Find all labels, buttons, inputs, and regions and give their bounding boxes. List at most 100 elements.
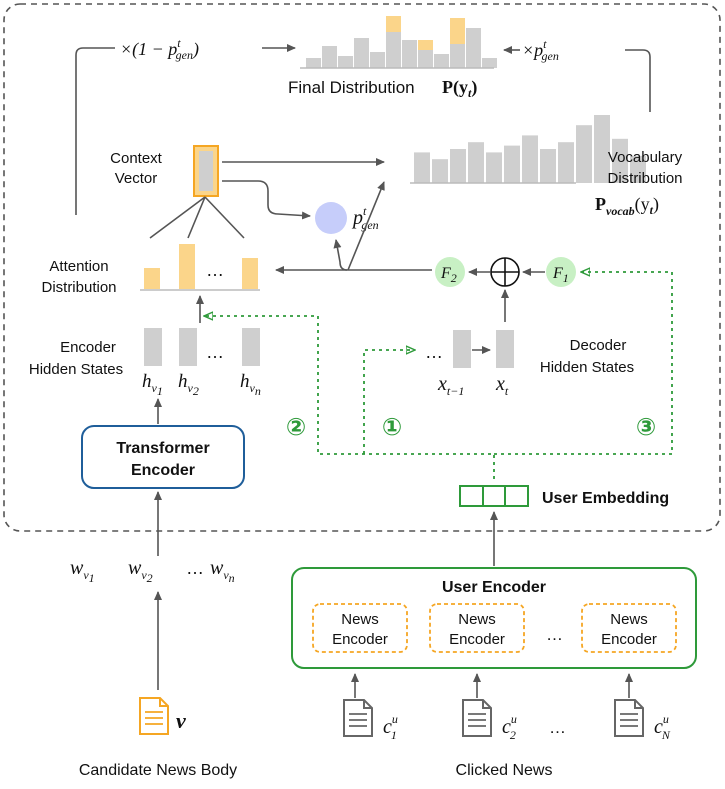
- attention-ellipsis: …: [206, 260, 224, 280]
- transformer-encoder-label-2: Encoder: [131, 462, 195, 479]
- clicked-news-doc-icon-2: [462, 699, 492, 737]
- encoder-hidden-state-1: [144, 328, 162, 366]
- final-distribution-bar: [434, 54, 449, 68]
- w1-label: wv1: [70, 557, 95, 585]
- vocab-distribution-histogram: [414, 115, 646, 183]
- decoder-region-frame: [3, 3, 721, 532]
- context-fan-right: [204, 196, 245, 239]
- context-vector-inner: [199, 151, 213, 191]
- final-distribution-bar: [306, 58, 321, 68]
- attention-dist-label-2: Distribution: [41, 279, 116, 296]
- decoder-hidden-label-2: Hidden States: [540, 359, 634, 376]
- decoder-ellipsis: …: [425, 342, 443, 362]
- f2-label: F2: [440, 265, 457, 285]
- vocab-distribution-bar: [432, 159, 448, 183]
- vocab-distribution-bar: [540, 149, 556, 183]
- f1-circle: [546, 257, 576, 287]
- x-tm1-label: xt−1: [437, 373, 464, 398]
- clicked-news-doc-icon-n: [614, 699, 644, 737]
- news-encoder-ellipsis: …: [546, 625, 563, 644]
- news-encoder-2-label-1: News: [458, 611, 496, 628]
- encoder-hidden-ellipsis: …: [206, 342, 224, 362]
- encoder-hidden-state-n: [242, 328, 260, 366]
- news-encoder-2-label-2: Encoder: [449, 631, 505, 648]
- final-distribution-bar: [354, 38, 369, 68]
- vocab-distribution-bar: [558, 142, 574, 183]
- vocab-distribution-bar: [468, 142, 484, 183]
- x-t-label: xt: [495, 373, 509, 398]
- news-encoder-3-label-1: News: [610, 611, 648, 628]
- vocab-distribution-bar: [630, 155, 646, 183]
- generate-path-line: [625, 49, 651, 112]
- final-distribution-bar: [402, 40, 417, 68]
- final-distribution-bar: [370, 52, 385, 68]
- attention-bar-1: [144, 268, 160, 289]
- decoder-state-prev: [453, 330, 471, 368]
- final-distribution-bar: [450, 44, 465, 68]
- vocab-distribution-bar: [504, 145, 520, 183]
- candidate-news-body-label: Candidate News Body: [79, 762, 237, 779]
- clicked-ellipsis: …: [549, 718, 566, 737]
- final-distribution-bar: [322, 46, 337, 68]
- vocab-distribution-bar: [450, 149, 466, 183]
- vocab-dist-label-1: Vocabulary: [608, 149, 683, 166]
- f2-circle: [435, 257, 465, 287]
- final-distribution-bar: [386, 32, 401, 68]
- encoder-hidden-state-2: [179, 328, 197, 366]
- context-fan-middle: [187, 196, 206, 239]
- final-distribution-bar: [466, 28, 481, 68]
- vocab-distribution-bar: [486, 152, 502, 183]
- final-distribution-bar: [418, 50, 433, 68]
- final-distribution-bar: [338, 56, 353, 68]
- w2-label: wv2: [128, 557, 153, 585]
- vocab-distribution-bar: [594, 115, 610, 183]
- context-vector-label-1: Context: [110, 150, 163, 167]
- wn-label: wvn: [210, 557, 235, 585]
- context-to-pgen-arrow: [222, 180, 311, 220]
- step-3-marker: ③: [636, 414, 656, 441]
- vocab-distribution-bar: [414, 152, 430, 183]
- f1-label: F1: [552, 265, 569, 285]
- encoder-hidden-label-1: Encoder: [60, 339, 116, 356]
- news-encoder-box-3: [581, 603, 677, 653]
- candidate-v-label: v: [176, 708, 186, 733]
- h1-label: hv1: [142, 371, 163, 398]
- user-embedding-to-attention-path: [205, 316, 495, 479]
- news-encoder-1-label-1: News: [341, 611, 379, 628]
- encoder-hidden-label-2: Hidden States: [29, 361, 123, 378]
- vocab-distribution-bar: [522, 135, 538, 183]
- context-fan-left: [149, 196, 206, 239]
- attention-dist-label-1: Attention: [49, 258, 108, 275]
- pgen-circle: [315, 202, 347, 234]
- news-encoder-3-label-2: Encoder: [601, 631, 657, 648]
- state-to-vocab-arrow: [347, 181, 385, 271]
- final-distribution-histogram: [306, 16, 497, 68]
- vocab-dist-math: Pvocab(yt): [595, 194, 659, 218]
- transformer-encoder-label-1: Transformer: [116, 440, 209, 457]
- transformer-encoder-box: [81, 425, 245, 489]
- hn-label: hvn: [240, 371, 261, 398]
- decoder-state-current: [496, 330, 514, 368]
- state-to-pgen-arrow: [333, 239, 348, 271]
- news-encoder-box-2: [429, 603, 525, 653]
- user-embedding-to-f1-path: [494, 272, 673, 455]
- decoder-hidden-label-1: Decoder: [570, 337, 627, 354]
- w-ellipsis: …: [186, 558, 204, 578]
- attention-bar-2: [179, 244, 195, 289]
- candidate-news-doc-icon: [139, 697, 169, 735]
- clicked-news-label: Clicked News: [456, 762, 553, 779]
- final-distribution-label: Final Distribution: [288, 78, 415, 97]
- final-distribution-copy-bar: [418, 40, 433, 50]
- final-distribution-copy-bar: [386, 16, 401, 32]
- step-2-marker: ②: [286, 414, 306, 441]
- user-embedding-label: User Embedding: [542, 490, 669, 507]
- attention-bar-n: [242, 258, 258, 289]
- news-encoder-1-label-2: Encoder: [332, 631, 388, 648]
